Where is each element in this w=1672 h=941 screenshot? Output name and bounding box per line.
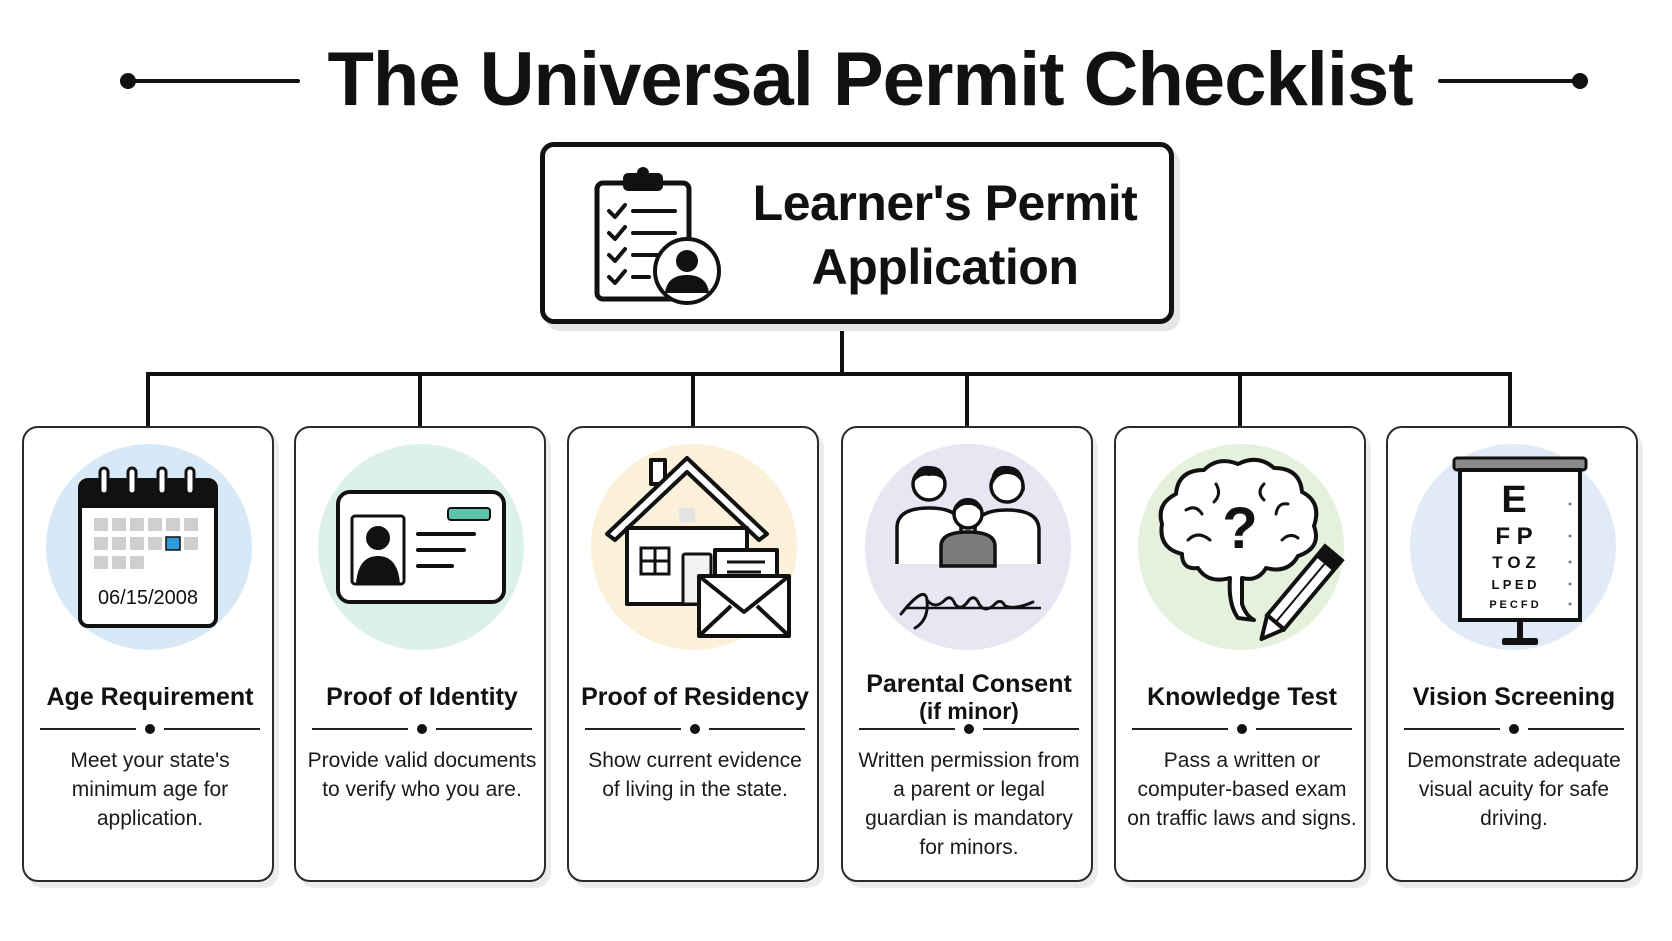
root-title-line-1: Learner's Permit [752,175,1138,231]
root-title-line-2: Application [811,239,1079,295]
card-description: Provide valid documents to verify who yo… [307,749,537,801]
card-divider [859,723,1079,735]
card-description: Show current evidence of living in the s… [588,749,802,801]
root-node: Learner's Permit Application [540,142,1174,324]
question-mark-text: ? [1222,496,1257,561]
title-row: The Universal Permit Checklist [0,28,1672,132]
card-knowledge-test: ? Knowledge Test Pass a written or compu… [1114,426,1366,882]
card-title-subtitle: (if minor) [919,698,1019,724]
eye-chart-row-2: F P [1495,523,1532,550]
card-title: Parental Consent (if minor) [849,666,1089,728]
card-divider [1132,723,1352,735]
card-parental-consent: Parental Consent (if minor) Written perm… [841,426,1093,882]
eye-chart-icon: E F P T O Z L P E D P E C F D [1452,456,1588,645]
card-divider [312,723,532,735]
card-title-text: Parental Consent [866,670,1072,698]
card-age-requirement: 06/15/2008 Age Requirement Meet your sta… [22,426,274,882]
title-decoration-line-right [1438,79,1588,83]
card-title: Proof of Identity [302,666,542,728]
card-description: Meet your state's minimum age for applic… [70,749,230,830]
page-title: The Universal Permit Checklist [327,37,1413,122]
card-title-text: Proof of Residency [581,683,809,711]
card-title-text: Age Requirement [46,683,254,711]
card-divider [1404,723,1624,735]
card-description: Demonstrate adequate visual acuity for s… [1407,749,1621,830]
calendar-date-text: 06/15/2008 [98,587,198,609]
eye-chart-row-4: L P E D [1491,577,1536,592]
card-title: Vision Screening [1394,666,1634,728]
brain-question-pencil-icon: ? [1158,457,1345,642]
family-signature-icon [895,465,1041,630]
clipboard-checklist-person-icon [594,167,721,305]
root-title: Learner's Permit Application [735,171,1155,299]
eye-chart-row-3: T O Z [1492,553,1535,572]
card-proof-of-identity: Proof of Identity Provide valid document… [294,426,546,882]
card-title-text: Knowledge Test [1147,683,1337,711]
calendar-icon: 06/15/2008 [78,466,218,628]
card-proof-of-residency: Proof of Residency Show current evidence… [567,426,819,882]
title-decoration-line-left [128,79,300,83]
card-divider [40,723,260,735]
card-title-text: Proof of Identity [326,683,518,711]
card-vision-screening: E F P T O Z L P E D P E C F D Vision Scr… [1386,426,1638,882]
eye-chart-row-1: E [1501,479,1526,521]
card-title: Age Requirement [30,666,270,728]
id-card-icon [336,490,506,604]
title-decoration-dot-right [1572,73,1588,89]
eye-chart-row-5: P E C F D [1489,599,1538,611]
card-title: Proof of Residency [575,666,815,728]
card-description: Pass a written or computer-based exam on… [1127,749,1357,830]
card-description: Written permission from a parent or lega… [858,749,1080,859]
house-mail-icon [605,456,791,638]
card-title-text: Vision Screening [1412,683,1616,711]
card-title: Knowledge Test [1122,666,1362,728]
card-divider [585,723,805,735]
